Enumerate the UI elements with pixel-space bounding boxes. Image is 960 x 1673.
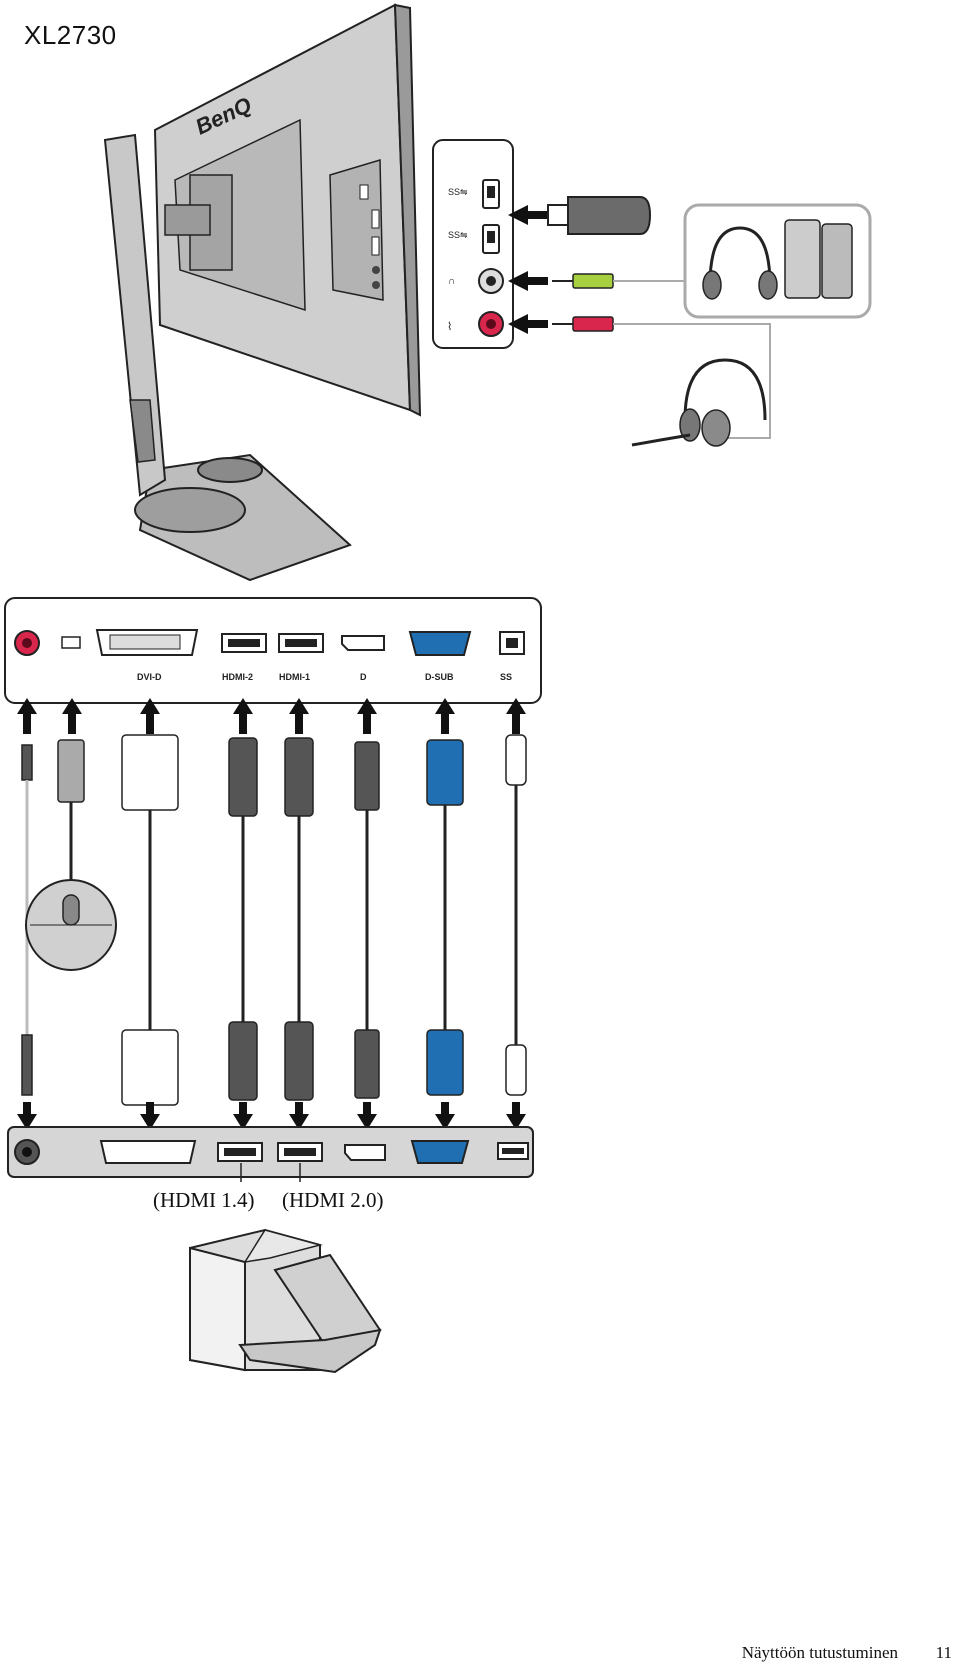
hdmi2-cable bbox=[228, 737, 258, 1101]
up-arrows bbox=[17, 698, 526, 734]
monitor-illustration: BenQ bbox=[103, 3, 422, 582]
hdmi14-note: (HDMI 1.4) bbox=[153, 1188, 255, 1212]
usb-stick bbox=[547, 196, 652, 235]
port-label-hdmi1: HDMI-1 bbox=[279, 672, 310, 682]
footer-section-title: Näyttöön tutustuminen bbox=[741, 1643, 898, 1662]
audio-cable bbox=[21, 744, 33, 1096]
down-arrows bbox=[17, 1102, 526, 1130]
svg-text:∩: ∩ bbox=[448, 276, 455, 287]
dp-cable bbox=[354, 741, 380, 1099]
model-title: XL2730 bbox=[24, 20, 117, 50]
headset bbox=[631, 358, 767, 447]
port-label-dp: D bbox=[360, 672, 367, 682]
port-label-hdmi2: HDMI-2 bbox=[222, 672, 253, 682]
svg-text:SS⇋: SS⇋ bbox=[448, 230, 468, 240]
controller-cable bbox=[25, 739, 117, 971]
hdmi20-note: (HDMI 2.0) bbox=[282, 1188, 384, 1212]
port-label-dsub: D-SUB bbox=[425, 672, 454, 682]
side-arrows bbox=[508, 205, 548, 334]
usb-cable bbox=[505, 734, 527, 1096]
hdmi1-cable bbox=[284, 737, 314, 1101]
side-port-panel: SS⇋ SS⇋ ∩ ⌇ bbox=[432, 139, 514, 349]
svg-text:⌇: ⌇ bbox=[447, 321, 452, 333]
port-label-dvi: DVI-D bbox=[137, 672, 162, 682]
pc-port-panel bbox=[7, 1126, 534, 1182]
dvi-cable bbox=[121, 734, 179, 1106]
headphone-plug bbox=[552, 273, 685, 289]
computer-illustration bbox=[189, 1228, 382, 1374]
svg-text:SS⇋: SS⇋ bbox=[448, 187, 468, 197]
rear-port-panel: DVI-D HDMI-2 HDMI-1 D D-SUB SS bbox=[4, 597, 542, 704]
headphones-speakers bbox=[683, 203, 872, 319]
port-label-usb: SS bbox=[500, 672, 512, 682]
footer-page-number: 11 bbox=[935, 1643, 952, 1662]
mic-plug bbox=[552, 316, 771, 439]
dsub-cable bbox=[426, 739, 464, 1096]
